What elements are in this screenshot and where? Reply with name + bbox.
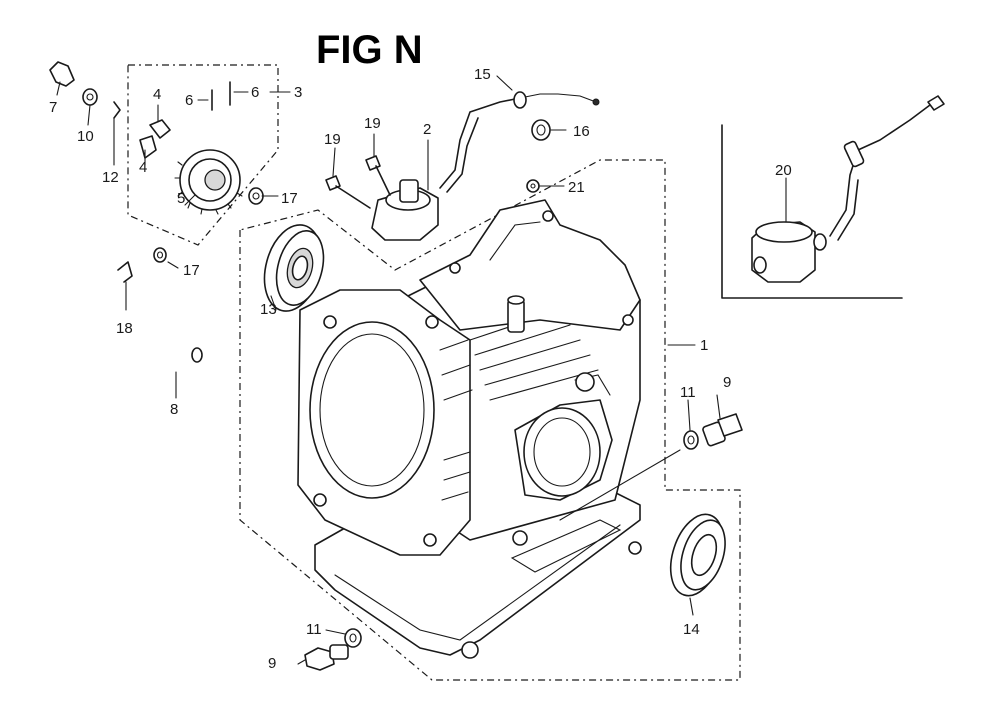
callout-19b: 19: [324, 131, 341, 148]
callout-11b: 11: [306, 621, 322, 638]
drain-bolt-bottom: [304, 628, 362, 671]
callout-13: 13: [260, 301, 277, 318]
drain-bolt-right: [683, 413, 743, 450]
callout-17b: 17: [183, 262, 200, 279]
callout-14: 14: [683, 621, 700, 638]
callout-4b: 4: [139, 159, 147, 176]
callout-16: 16: [573, 123, 590, 140]
callout-15: 15: [474, 66, 491, 83]
callout-3: 3: [294, 84, 302, 101]
crankcase-group-outline: [239, 159, 741, 681]
oil-level-switch-2: [325, 91, 600, 241]
callout-11a: 11: [680, 384, 696, 401]
washer-21: [526, 179, 540, 193]
callout-1: 1: [700, 337, 708, 354]
callout-5: 5: [177, 190, 185, 207]
callout-6a: 6: [185, 92, 193, 109]
figure-title: FIG N: [316, 28, 423, 72]
callout-6b: 6: [251, 84, 259, 101]
callout-9a: 9: [723, 374, 731, 391]
callout-17a: 17: [281, 190, 298, 207]
breather-hose-8: [117, 247, 203, 363]
callout-21: 21: [568, 179, 585, 196]
callout-9b: 9: [268, 655, 276, 672]
pump-group-outline: [127, 64, 279, 246]
callout-4a: 4: [153, 86, 161, 103]
callout-10: 10: [77, 128, 94, 145]
callout-2: 2: [423, 121, 431, 138]
callout-7: 7: [49, 99, 57, 116]
crankcase-body: [297, 199, 642, 659]
callout-labels: 1 2 3 4 4 5 6 6 7 8 9 9 10 11 11 12 13 1…: [49, 66, 792, 672]
leader-lines: [56, 75, 787, 665]
callout-8: 8: [170, 401, 178, 418]
oil-level-switch-20: [751, 95, 945, 283]
callout-18: 18: [116, 320, 133, 337]
oil-seal-13: [263, 224, 325, 312]
callout-20: 20: [775, 162, 792, 179]
callout-12: 12: [102, 169, 119, 186]
oil-seal-14: [669, 513, 726, 597]
callout-19a: 19: [364, 115, 381, 132]
oil-switch-inset-outline: [721, 124, 903, 299]
